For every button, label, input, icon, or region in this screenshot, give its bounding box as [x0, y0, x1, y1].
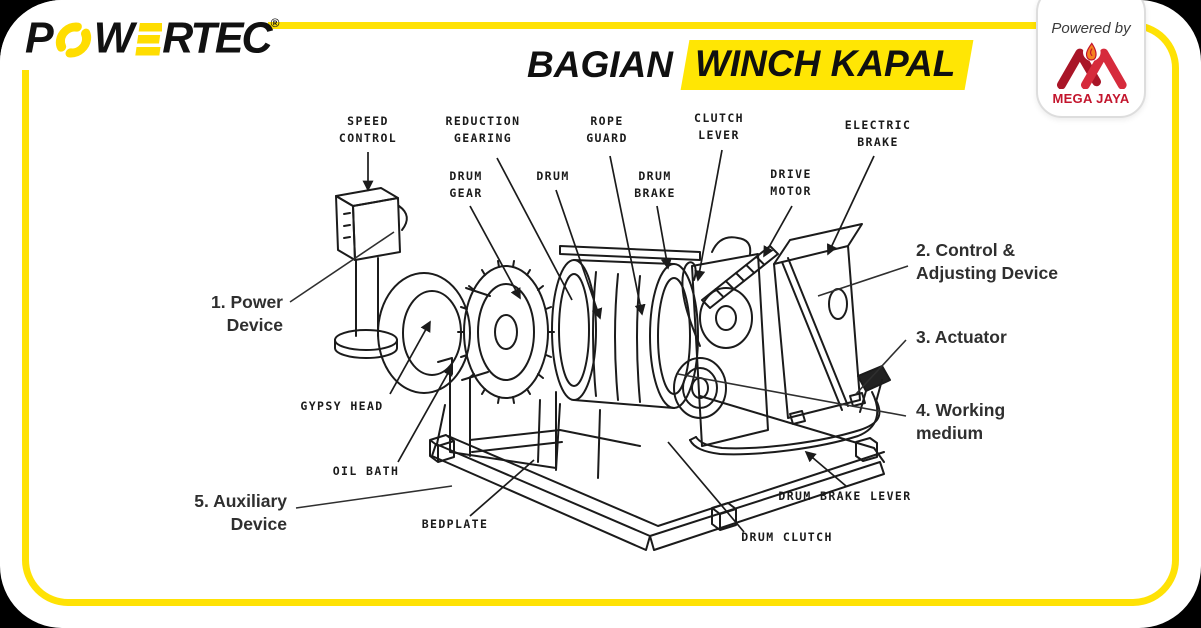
callout-control-adjusting: 2. Control & Adjusting Device [916, 240, 1058, 283]
callout-actuator: 3. Actuator [916, 327, 1007, 347]
label-drive-motor: DRIVE MOTOR [770, 167, 812, 199]
winch-machine-outline [334, 187, 891, 551]
label-drum-brake: DRUM BRAKE [634, 169, 676, 201]
label-bedplate: BEDPLATE [421, 517, 489, 531]
label-gypsy-head: GYPSY HEAD [300, 399, 384, 413]
powered-by-badge: Powered by MEGA JAYA [1036, 0, 1146, 118]
title-highlight: WINCH KAPAL [685, 40, 969, 90]
logo-letters-rtec: RTEC [162, 13, 272, 62]
label-drum-brake-lever: DRUM BRAKE LEVER [778, 489, 912, 503]
label-drum-gear: DRUM GEAR [449, 169, 483, 201]
part-leader-lines [362, 149, 875, 533]
page-title: BAGIAN WINCH KAPAL [527, 40, 969, 90]
logo-letter-p: P [25, 13, 54, 62]
label-electric-brake: ELECTRIC BRAKE [844, 118, 912, 150]
powertec-logo: P W RTEC ® [25, 14, 279, 62]
mega-jaya-flame-m-icon [1057, 42, 1127, 89]
label-rope-guard: ROPE GUARD [586, 114, 628, 146]
title-prefix: BAGIAN [527, 44, 673, 85]
label-clutch-lever: CLUTCH LEVER [694, 111, 744, 143]
registered-mark: ® [270, 16, 280, 30]
callout-leader-lines [289, 231, 909, 509]
label-speed-control: SPEED CONTROL [338, 114, 398, 146]
chain-link-o-icon [55, 22, 91, 58]
label-drum-clutch: DRUM CLUTCH [741, 530, 833, 544]
title-highlight-text: WINCH KAPAL [694, 43, 956, 84]
label-drum: DRUM [536, 169, 570, 183]
logo-background-mask [0, 0, 268, 70]
yellow-stripes-e-icon [135, 23, 163, 56]
logo-letter-w: W [93, 13, 135, 62]
powered-by-text: Powered by [1051, 20, 1131, 37]
label-oil-bath: OIL BATH [332, 464, 400, 478]
callout-working-medium: 4. Working medium [916, 400, 1006, 443]
callout-auxiliary-device: 5. Auxiliary Device [194, 491, 287, 534]
mega-jaya-wordmark: MEGA JAYA [1052, 91, 1130, 106]
label-reduction-gearing: REDUCTION GEARING [445, 114, 521, 146]
callout-power-device: 1. Power Device [211, 292, 283, 335]
